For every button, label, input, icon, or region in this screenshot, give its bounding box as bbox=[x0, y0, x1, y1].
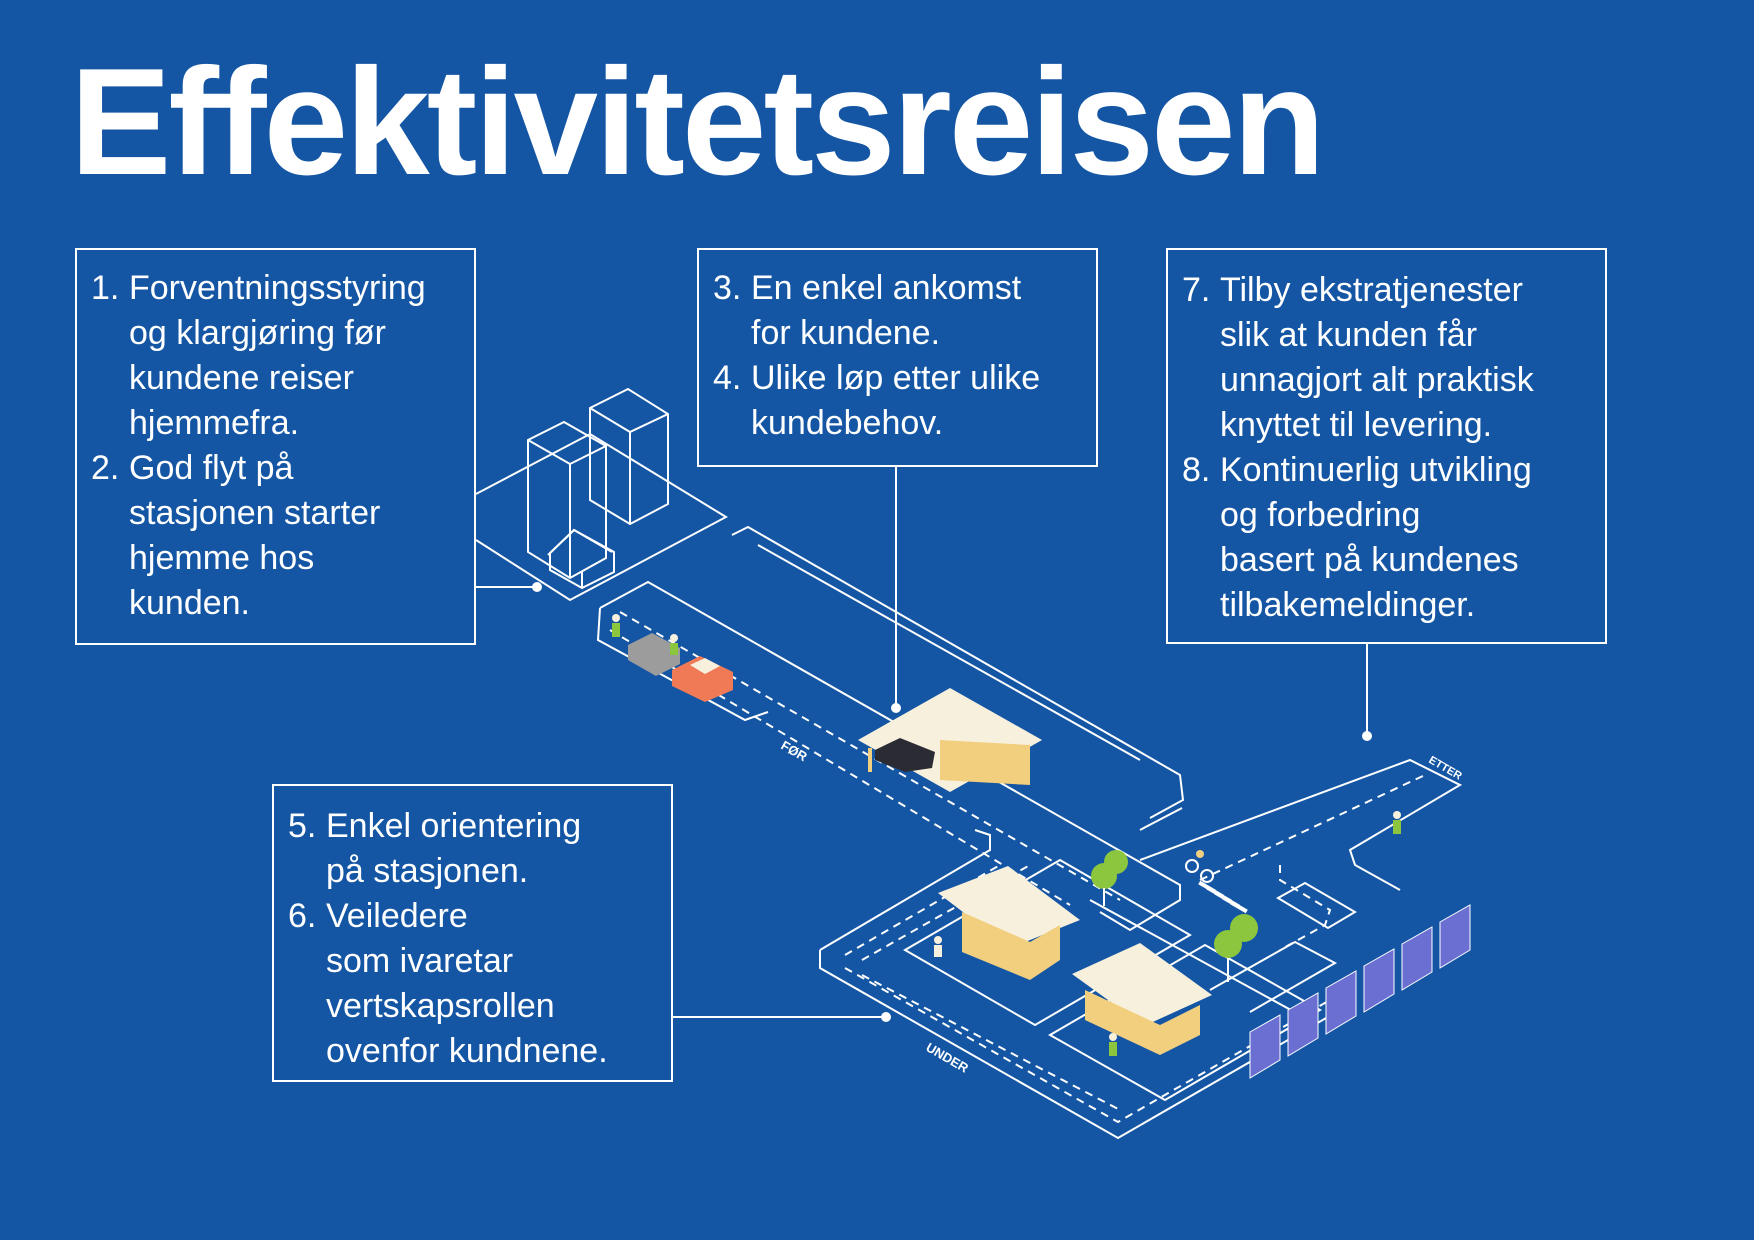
road-upper-outline bbox=[1139, 807, 1183, 831]
step-text: God flyt på stasjonen starter hjemme hos… bbox=[129, 449, 381, 622]
step-number: 4. bbox=[713, 359, 742, 397]
step-text: Enkel orientering på stasjonen. bbox=[326, 807, 582, 890]
car-icon bbox=[628, 633, 680, 676]
step-text: Tilby ekstratjenester slik at kunden får… bbox=[1220, 271, 1534, 444]
person-icon bbox=[934, 936, 942, 957]
step-number: 2. bbox=[91, 449, 120, 487]
building-icon bbox=[589, 387, 669, 526]
connector-dot bbox=[532, 582, 542, 592]
person-icon bbox=[1393, 811, 1401, 834]
car-icon bbox=[672, 656, 733, 702]
step-text: En enkel ankomst for kundene. bbox=[751, 269, 1022, 352]
road-during-outline bbox=[819, 829, 1341, 1140]
list-item: 6.Veiledere som ivaretar vertskapsrollen… bbox=[288, 894, 671, 1074]
step-number: 7. bbox=[1182, 271, 1211, 309]
list-item: 4.Ulike løp etter ulike kundebehov. bbox=[713, 356, 1096, 446]
road-before-lane bbox=[619, 611, 1121, 901]
road-before-outline bbox=[596, 580, 1181, 932]
connector-dot bbox=[1362, 731, 1372, 741]
step-number: 6. bbox=[288, 897, 317, 935]
tree-icon bbox=[1214, 914, 1258, 982]
road-label-during: UNDER bbox=[924, 1040, 972, 1076]
step-number: 5. bbox=[288, 807, 317, 845]
road-upper-outline bbox=[731, 525, 1185, 819]
step-number: 3. bbox=[713, 269, 742, 307]
bicycle-icon bbox=[1185, 850, 1214, 883]
step-text: Forventningsstyring og klargjøring før k… bbox=[129, 269, 426, 442]
step-text: Kontinuerlig utvikling og forbedring bas… bbox=[1220, 451, 1532, 624]
crosswalk bbox=[1198, 880, 1248, 914]
list-item: 8.Kontinuerlig utvikling og forbedring b… bbox=[1182, 448, 1605, 628]
person-icon bbox=[1109, 1033, 1117, 1056]
person-icon bbox=[670, 634, 678, 655]
info-box-steps-3-4: 3.En enkel ankomst for kundene. 4.Ulike … bbox=[697, 248, 1098, 467]
person-icon bbox=[612, 614, 620, 637]
list-item: 1.Forventningsstyring og klargjøring før… bbox=[91, 266, 474, 446]
wall-panels bbox=[1249, 904, 1471, 1079]
canopy-station bbox=[858, 688, 1042, 792]
service-building bbox=[938, 866, 1080, 980]
list-item: 3.En enkel ankomst for kundene. bbox=[713, 266, 1096, 356]
connector-dot bbox=[891, 703, 901, 713]
step-text: Veiledere som ivaretar vertskapsrollen o… bbox=[326, 897, 608, 1070]
road-label-before: FØR bbox=[779, 738, 811, 765]
step-text: Ulike løp etter ulike kundebehov. bbox=[751, 359, 1041, 442]
road-after-lane bbox=[1199, 774, 1426, 951]
list-item: 2.God flyt på stasjonen starter hjemme h… bbox=[91, 446, 474, 626]
step-number: 8. bbox=[1182, 451, 1211, 489]
info-box-steps-5-6: 5.Enkel orientering på stasjonen. 6.Veil… bbox=[272, 784, 673, 1082]
step-number: 1. bbox=[91, 269, 120, 307]
road-after-outline bbox=[1276, 881, 1357, 930]
connector-dot bbox=[881, 1012, 891, 1022]
city-block-outline bbox=[475, 432, 729, 602]
road-after-outline bbox=[1139, 758, 1463, 1013]
tree-icon bbox=[1091, 850, 1128, 906]
page-title: Effektivitetsreisen bbox=[70, 37, 1325, 207]
info-box-steps-7-8: 7.Tilby ekstratjenester slik at kunden f… bbox=[1166, 248, 1607, 644]
list-item: 5.Enkel orientering på stasjonen. bbox=[288, 804, 671, 894]
info-box-steps-1-2: 1.Forventningsstyring og klargjøring før… bbox=[75, 248, 476, 645]
building-icon bbox=[527, 420, 607, 580]
list-item: 7.Tilby ekstratjenester slik at kunden f… bbox=[1182, 268, 1605, 448]
service-building bbox=[1072, 943, 1212, 1055]
house-icon bbox=[547, 528, 615, 590]
